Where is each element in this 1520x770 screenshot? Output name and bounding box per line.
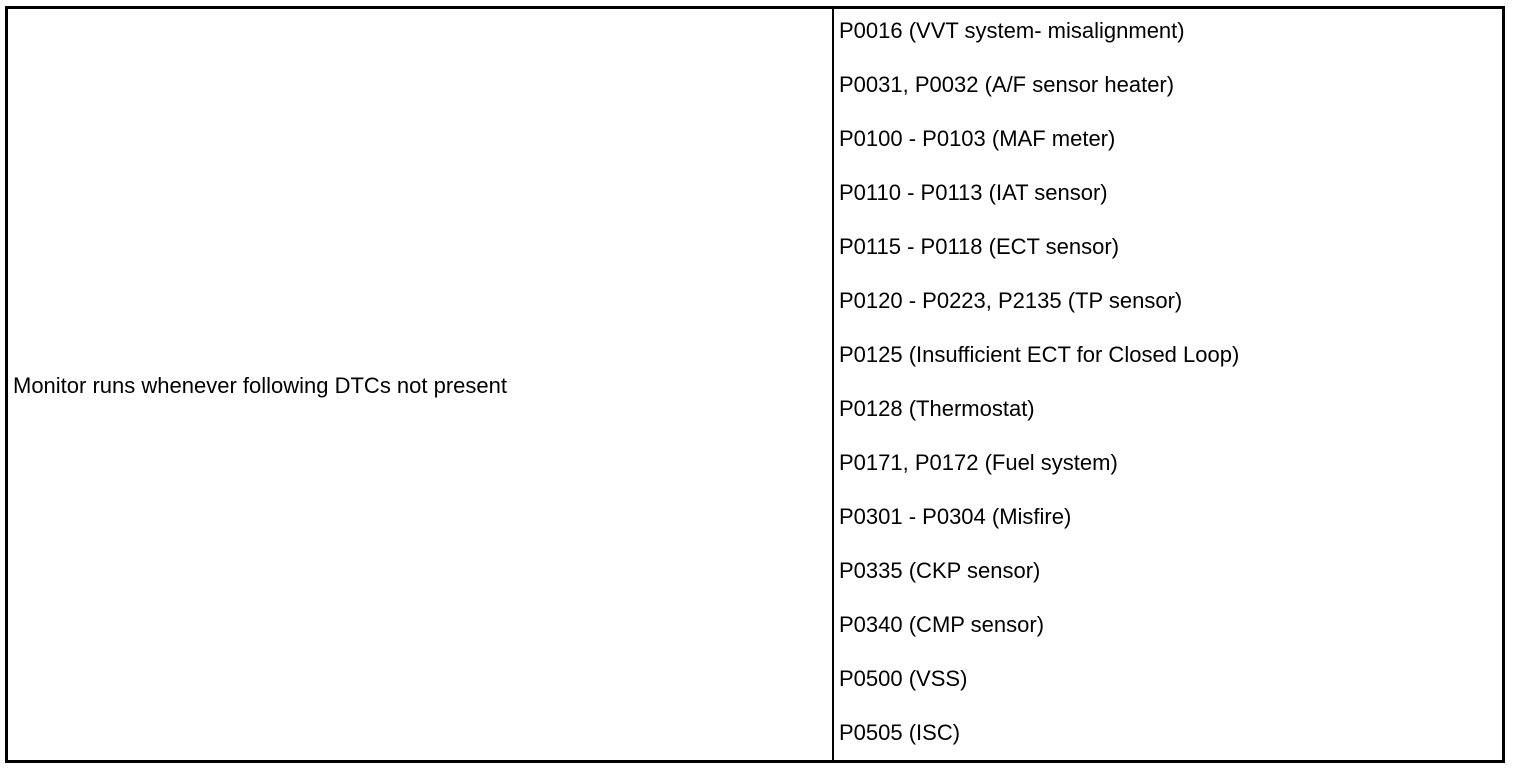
condition-label: Monitor runs whenever following DTCs not… [13,372,508,398]
dtc-item: P0120 - P0223, P2135 (TP sensor) [839,288,1183,313]
dtc-item: P0340 (CMP sensor) [839,612,1045,637]
dtc-table: Monitor runs whenever following DTCs not… [5,6,1505,763]
dtc-list-cell: P0016 (VVT system- misalignment) P0031, … [834,9,1502,760]
dtc-item: P0301 - P0304 (Misfire) [839,504,1072,529]
dtc-item: P0115 - P0118 (ECT sensor) [839,234,1120,259]
dtc-item: P0128 (Thermostat) [839,396,1035,421]
dtc-item: P0505 (ISC) [839,720,961,745]
dtc-item: P0335 (CKP sensor) [839,558,1041,583]
dtc-item: P0125 (Insufficient ECT for Closed Loop) [839,342,1240,367]
dtc-item: P0016 (VVT system- misalignment) [839,18,1185,43]
condition-cell: Monitor runs whenever following DTCs not… [8,9,834,760]
dtc-item: P0100 - P0103 (MAF meter) [839,126,1116,151]
dtc-item: P0500 (VSS) [839,666,968,691]
dtc-item: P0031, P0032 (A/F sensor heater) [839,72,1175,97]
dtc-item: P0171, P0172 (Fuel system) [839,450,1118,475]
dtc-item: P0110 - P0113 (IAT sensor) [839,180,1108,205]
